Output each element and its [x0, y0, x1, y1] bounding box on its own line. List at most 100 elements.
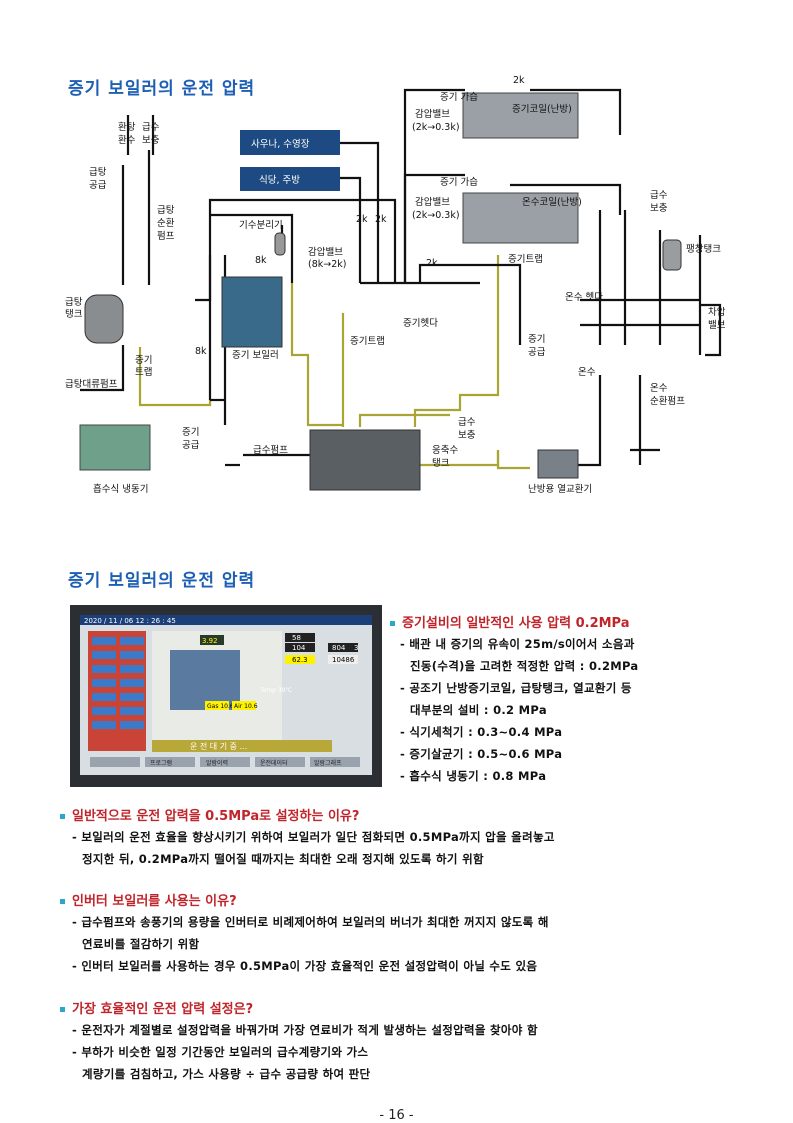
section-line: 정지한 뒤, 0.2MPa까지 떨어질 때까지는 최대한 오래 정지해 있도록 …	[82, 852, 484, 866]
steam-coil-unit	[462, 92, 579, 139]
svg-text:2k: 2k	[426, 258, 438, 269]
svg-text:804: 804	[332, 644, 346, 652]
svg-text:(2k→0.3k): (2k→0.3k)	[412, 122, 460, 133]
svg-text:10486: 10486	[332, 656, 355, 664]
svg-text:급수: 급수	[458, 417, 476, 428]
steam-piping-diagram: 환탕 환수 급수 보충 급탕 공급 급탕 순환 펌프 사우나, 수영장 식당, …	[65, 75, 726, 495]
svg-text:3: 3	[354, 644, 358, 652]
svg-text:펌프: 펌프	[157, 230, 175, 242]
svg-text:트랩: 트랩	[135, 366, 152, 378]
svg-text:급수: 급수	[142, 122, 160, 133]
svg-text:급탕대류펌프: 급탕대류펌프	[65, 378, 118, 390]
section-line: 연료비를 절감하기 위함	[82, 937, 200, 951]
svg-text:증기 가습: 증기 가습	[440, 92, 478, 103]
svg-text:증기헷다: 증기헷다	[403, 317, 438, 329]
steam-pipes	[80, 88, 722, 467]
condensate-tank	[309, 429, 421, 491]
section-heading: 가장 효율적인 운전 압력 설정은?	[60, 998, 253, 1017]
boiler-body	[221, 276, 283, 348]
svg-text:탱크: 탱크	[65, 309, 83, 320]
dining-box	[240, 167, 340, 191]
right-line: - 공조기 난방증기코일, 급탕탱크, 열교환기 등	[400, 681, 632, 695]
section-line: - 급수펌프와 송풍기의 용량을 인버터로 비례제어하여 보일러의 버너가 최대…	[72, 915, 549, 929]
svg-text:Temp 39℃: Temp 39℃	[259, 687, 293, 694]
svg-text:응축수: 응축수	[432, 445, 458, 456]
svg-text:온수코일(난방): 온수코일(난방)	[522, 197, 582, 208]
section-line: - 보일러의 운전 효율을 향상시키기 위하여 보일러가 일단 점화되면 0.5…	[72, 830, 555, 844]
svg-text:급수펌프: 급수펌프	[253, 444, 288, 456]
expansion-tank-shape	[662, 239, 682, 271]
svg-text:난방용 열교환기: 난방용 열교환기	[528, 483, 592, 495]
equipment	[79, 92, 682, 491]
svg-text:식당, 주방: 식당, 주방	[259, 175, 300, 186]
svg-text:58: 58	[292, 634, 301, 642]
svg-text:환탕: 환탕	[118, 121, 136, 133]
svg-text:급수: 급수	[650, 190, 668, 201]
section-line: 계량기를 검침하고, 가스 사용량 ÷ 급수 공급량 하여 판단	[82, 1067, 371, 1081]
section-line: - 운전자가 계절별로 설정압력을 바꿔가며 가장 연료비가 적게 발생하는 설…	[72, 1023, 538, 1037]
svg-text:62.3: 62.3	[292, 656, 308, 664]
right-line: - 증기살균기 : 0.5~0.6 MPa	[400, 747, 563, 761]
svg-text:(8k→2k): (8k→2k)	[308, 259, 346, 270]
svg-text:급탕: 급탕	[65, 297, 83, 308]
right-line: - 배관 내 증기의 유속이 25m/s이어서 소음과	[400, 637, 635, 651]
section-title-2: 증기 보일러의 운전 압력	[68, 571, 256, 591]
svg-text:104: 104	[292, 644, 306, 652]
svg-text:순환: 순환	[157, 217, 175, 229]
panel-status: 운 전 대 기 중 ...	[190, 741, 247, 751]
svg-text:온수: 온수	[650, 383, 668, 394]
right-line: 대부분의 설비 : 0.2 MPa	[410, 703, 547, 717]
svg-text:증기트랩: 증기트랩	[350, 335, 385, 347]
svg-text:증기 가습: 증기 가습	[440, 177, 478, 188]
bullet-icon	[60, 1007, 65, 1012]
svg-text:밸브: 밸브	[708, 320, 726, 331]
svg-text:환수: 환수	[118, 134, 136, 146]
svg-text:기수분리기: 기수분리기	[239, 220, 283, 231]
bullet-icon	[60, 899, 65, 904]
section-heading: 일반적으로 운전 압력을 0.5MPa로 설정하는 이유?	[60, 805, 359, 824]
svg-text:보충: 보충	[142, 135, 160, 146]
svg-text:알람이력: 알람이력	[206, 759, 228, 767]
svg-text:증기: 증기	[528, 334, 545, 345]
svg-text:보충: 보충	[650, 203, 668, 214]
svg-text:(2k→0.3k): (2k→0.3k)	[412, 210, 460, 221]
svg-text:증기코일(난방): 증기코일(난방)	[512, 104, 572, 115]
svg-text:감압밸브: 감압밸브	[308, 246, 343, 258]
control-panel-photo: 2020 / 11 / 06 12 : 26 : 45 3.92 58 104 …	[70, 605, 382, 787]
svg-text:프로그램: 프로그램	[150, 760, 172, 767]
svg-text:온수: 온수	[578, 367, 596, 378]
panel-timestamp: 2020 / 11 / 06 12 : 26 : 45	[84, 617, 176, 625]
hot-tank-shape	[84, 294, 124, 344]
svg-text:보충: 보충	[458, 430, 476, 441]
svg-text:증기: 증기	[182, 427, 199, 438]
section-heading: 인버터 보일러를 사용는 이유?	[60, 890, 237, 909]
section-line: - 부하가 비슷한 일정 기간동안 보일러의 급수계량기와 가스	[72, 1045, 369, 1059]
svg-text:탱크: 탱크	[432, 458, 450, 469]
bullet-icon	[60, 814, 65, 819]
svg-text:증기트랩: 증기트랩	[508, 253, 543, 265]
svg-text:3.92: 3.92	[202, 637, 218, 645]
hot-coil-unit	[462, 192, 579, 244]
right-heading: 증기설비의 일반적인 사용 압력 0.2MPa	[390, 612, 630, 631]
section-title-1: 증기 보일러의 운전 압력	[68, 79, 256, 99]
svg-text:2k: 2k	[356, 214, 368, 225]
svg-text:공급: 공급	[89, 180, 107, 191]
condensate-pipes	[138, 255, 530, 470]
svg-text:흡수식 냉동기: 흡수식 냉동기	[93, 483, 148, 495]
svg-text:온수 헷다: 온수 헷다	[565, 291, 603, 303]
svg-text:8k: 8k	[255, 255, 267, 266]
svg-text:감압밸브: 감압밸브	[415, 108, 450, 120]
svg-text:8k: 8k	[195, 346, 207, 357]
page-number: - 16 -	[379, 1108, 414, 1123]
svg-text:급탕: 급탕	[89, 167, 107, 178]
right-line: - 식기세척기 : 0.3~0.4 MPa	[400, 725, 563, 739]
svg-text:차압: 차압	[708, 306, 726, 318]
svg-text:증기 보일러: 증기 보일러	[232, 350, 279, 361]
svg-text:공급: 공급	[182, 440, 200, 451]
svg-text:팽창탱크: 팽창탱크	[686, 244, 721, 255]
sauna-box	[240, 130, 340, 155]
right-line: - 흡수식 냉동기 : 0.8 MPa	[400, 769, 547, 783]
bullet-icon	[390, 621, 395, 626]
heat-exchanger-shape	[537, 449, 579, 479]
svg-text:순환펌프: 순환펌프	[650, 395, 685, 407]
